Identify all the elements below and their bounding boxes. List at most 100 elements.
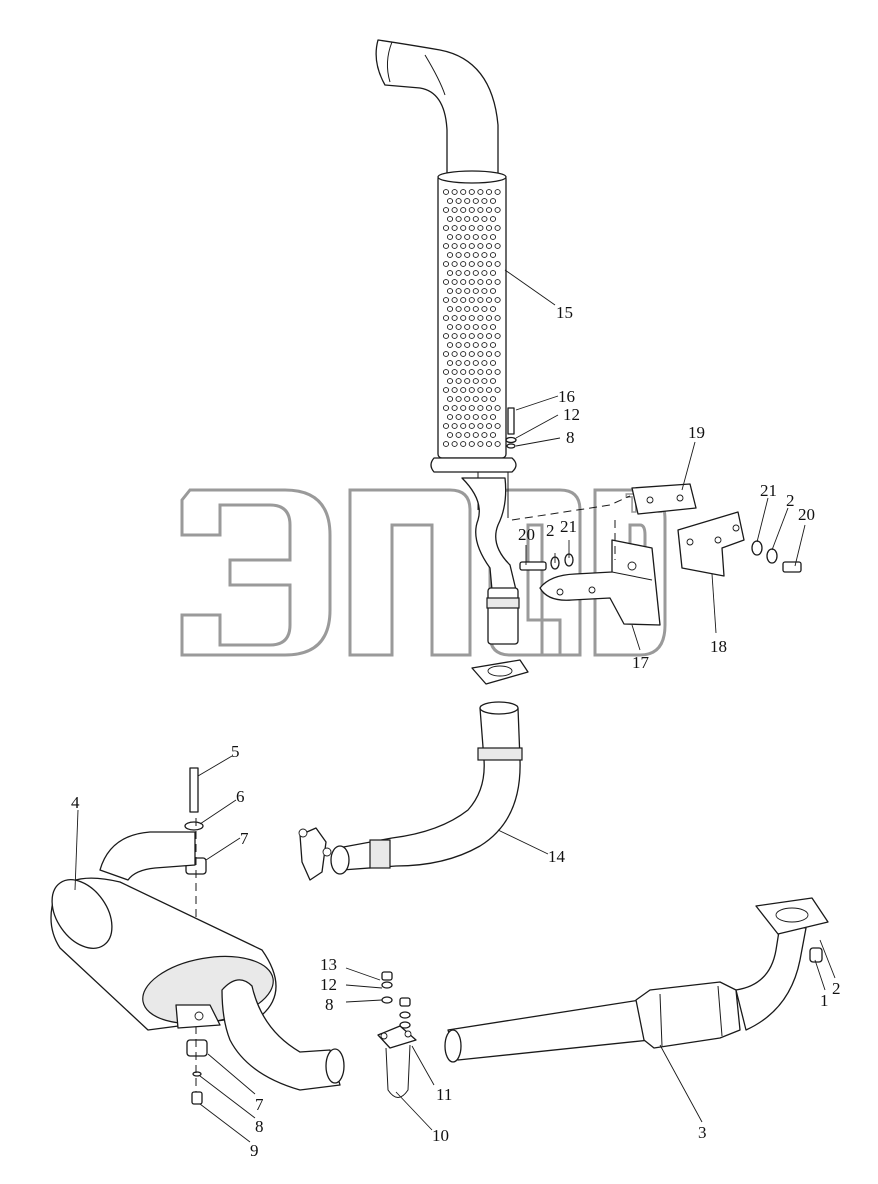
perforation-hole	[468, 297, 475, 303]
perforation-hole	[464, 324, 471, 330]
perforation-hole	[477, 441, 484, 447]
perforation-hole	[481, 414, 488, 420]
perforation-hole	[477, 243, 484, 249]
rubber-pad-part-19	[631, 483, 697, 515]
callout-1: 1	[820, 991, 829, 1010]
perforation-hole	[489, 396, 497, 402]
callout-5: 5	[231, 742, 240, 761]
perforation-hole	[455, 198, 462, 204]
perforation-hole	[468, 351, 475, 357]
perforation-hole	[460, 279, 467, 285]
perforation-hole	[460, 225, 467, 231]
callout-17: 17	[632, 653, 650, 672]
watermark-logo: TM	[180, 487, 667, 657]
perforation-hole	[460, 261, 467, 267]
perforation-hole	[494, 189, 501, 195]
perforation-hole	[477, 279, 484, 285]
perforation-hole	[485, 423, 493, 429]
perforation-hole	[451, 333, 458, 339]
perforation-hole	[477, 405, 484, 411]
perforation-hole	[468, 387, 475, 393]
perforation-hole	[477, 315, 484, 321]
perforation-hole	[494, 423, 501, 429]
perforation-hole	[460, 387, 467, 393]
perforation-hole	[455, 270, 462, 276]
perforation-hole	[442, 441, 450, 447]
perforation-hole	[464, 252, 471, 258]
perforation-hole	[489, 198, 497, 204]
perforation-hole	[460, 315, 467, 321]
perforation-hole	[472, 234, 479, 240]
clamp-part-10-11	[377, 1025, 417, 1098]
stack-pipe-part-15	[375, 39, 517, 518]
perforation-hole	[494, 297, 501, 303]
perforation-hole	[451, 441, 458, 447]
perforation-hole	[460, 333, 467, 339]
perforation-hole	[460, 189, 467, 195]
perforation-hole	[451, 351, 458, 357]
perforation-hole	[460, 369, 467, 375]
perforation-hole	[494, 225, 501, 231]
perforation-hole	[464, 234, 471, 240]
callout-8: 8	[566, 428, 575, 447]
perforation-hole	[485, 441, 493, 447]
perforation-hole	[494, 279, 501, 285]
perforation-hole	[460, 405, 467, 411]
perforation-hole	[485, 243, 493, 249]
perforation-hole	[468, 315, 475, 321]
perforation-hole	[455, 414, 462, 420]
callout-labels: 15 16 12 8 19 21 2 20 20 2 21 17 18 5 6 …	[71, 303, 841, 1160]
perforation-hole	[464, 414, 471, 420]
callout-21-left: 21	[560, 517, 577, 536]
perforation-hole	[485, 315, 493, 321]
perforation-hole	[442, 315, 450, 321]
perforation-hole	[442, 369, 450, 375]
perforation-hole	[477, 387, 484, 393]
perforation-hole	[455, 306, 462, 312]
perforation-hole	[446, 378, 454, 384]
callout-18: 18	[710, 637, 727, 656]
perforation-hole	[494, 333, 501, 339]
elbow-pipe-part-14	[298, 701, 523, 881]
perforation-hole	[472, 342, 479, 348]
perforation-hole	[468, 279, 475, 285]
callout-20: 20	[798, 505, 815, 524]
perforation-hole	[472, 396, 479, 402]
perforation-hole	[451, 315, 458, 321]
bracket-part-17	[539, 539, 661, 626]
perforation-hole	[485, 351, 493, 357]
perforation-hole	[460, 297, 467, 303]
perforation-hole	[472, 306, 479, 312]
perforation-hole	[477, 369, 484, 375]
bracket-part-18	[677, 511, 745, 577]
perforation-hole	[485, 261, 493, 267]
perforated-guard-holes	[442, 189, 501, 447]
callout-20-left: 20	[518, 525, 535, 544]
perforation-hole	[464, 396, 471, 402]
perforation-hole	[472, 198, 479, 204]
perforation-hole	[481, 288, 488, 294]
perforation-hole	[477, 423, 484, 429]
perforation-hole	[446, 414, 454, 420]
perforation-hole	[494, 405, 501, 411]
perforation-hole	[485, 369, 493, 375]
perforation-hole	[464, 270, 471, 276]
perforation-hole	[481, 198, 488, 204]
perforation-hole	[489, 234, 497, 240]
perforation-hole	[477, 207, 484, 213]
perforation-hole	[464, 216, 471, 222]
perforation-hole	[485, 279, 493, 285]
perforation-hole	[468, 225, 475, 231]
perforation-hole	[451, 225, 458, 231]
perforation-hole	[446, 198, 454, 204]
perforation-hole	[489, 360, 497, 366]
perforation-hole	[489, 432, 497, 438]
perforation-hole	[472, 360, 479, 366]
perforation-hole	[472, 414, 479, 420]
perforation-hole	[485, 225, 493, 231]
perforation-hole	[464, 360, 471, 366]
perforation-hole	[446, 432, 454, 438]
perforation-hole	[455, 432, 462, 438]
perforation-hole	[442, 279, 450, 285]
